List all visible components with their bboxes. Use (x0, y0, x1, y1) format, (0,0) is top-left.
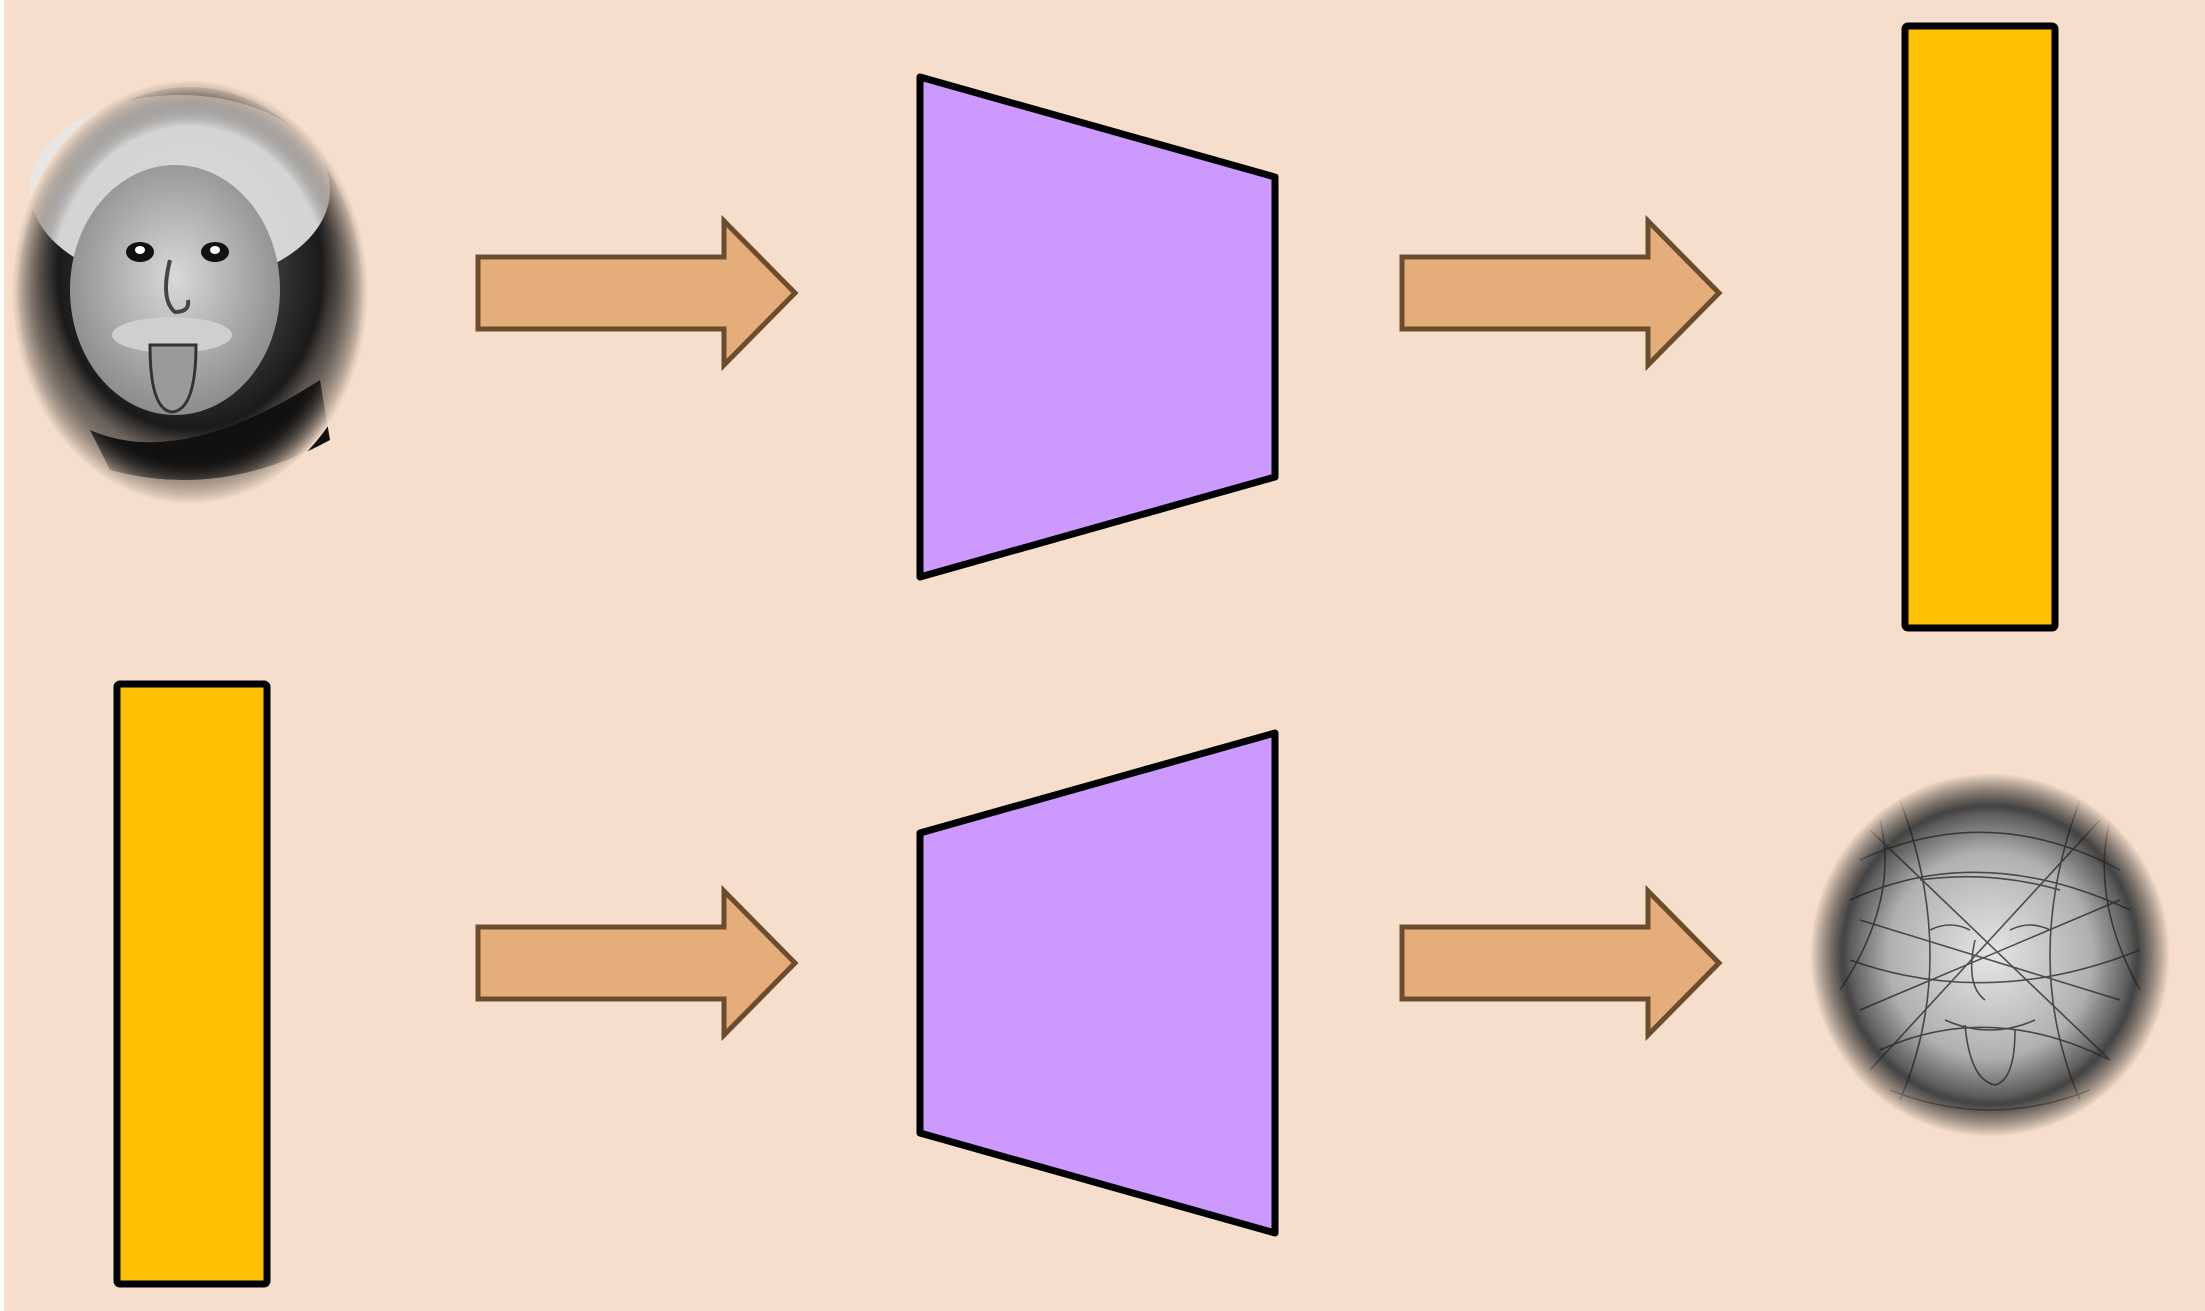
encoder-network-shape (916, 73, 1279, 581)
portrait-photo-icon (12, 80, 368, 504)
left-edge-strip (0, 0, 4, 1311)
arrow-right-icon (1399, 884, 1723, 1042)
latent-code-bar (113, 680, 271, 1288)
arrow-right-icon (475, 214, 799, 372)
arrow-right-icon (475, 884, 799, 1042)
decoder-network-shape (916, 729, 1279, 1237)
latent-code-bar (1901, 22, 2059, 632)
sketch-portrait-icon (1810, 773, 2170, 1137)
arrow-right-icon (1399, 214, 1723, 372)
